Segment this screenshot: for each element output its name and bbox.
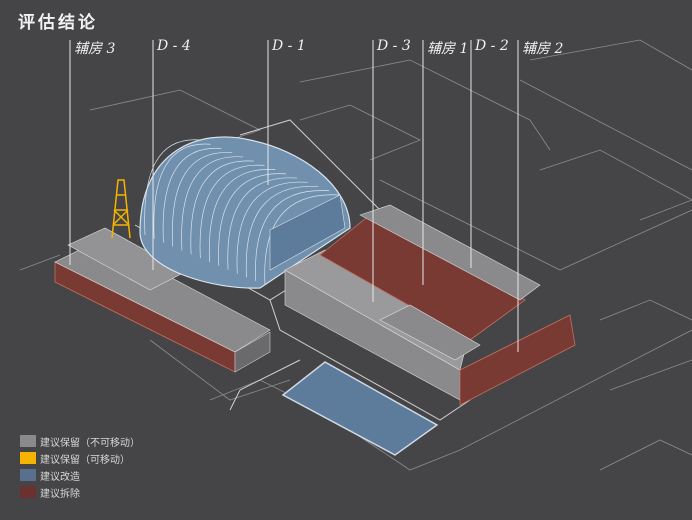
legend-swatch (20, 435, 36, 447)
arch-rib (255, 190, 330, 282)
arch-rib (227, 177, 297, 270)
label-d1: D - 1 (272, 38, 306, 54)
pool-renovate (281, 361, 439, 456)
legend-item: 建议拆除 (20, 484, 140, 500)
arch-rib (190, 160, 254, 255)
legend-swatch (20, 486, 36, 498)
arch-rib (171, 152, 233, 247)
arch-rib (162, 147, 222, 243)
arch-rib (144, 139, 201, 236)
label-fufang2: 辅房 2 (522, 41, 564, 57)
arch-rib (181, 156, 244, 251)
label-d2: D - 2 (475, 38, 509, 54)
legend-item: 建议改造 (20, 467, 140, 483)
legend: 建议保留（不可移动） 建议保留（可移动） 建议改造 建议拆除 (20, 433, 140, 501)
arch-rib (245, 186, 319, 278)
arch-rib (199, 164, 265, 259)
building-d1-arch (139, 136, 351, 289)
label-d4: D - 4 (157, 38, 191, 54)
label-fufang1: 辅房 1 (427, 41, 469, 57)
legend-swatch (20, 452, 36, 464)
building-fufang3 (54, 227, 271, 373)
label-d3: D - 3 (377, 38, 411, 54)
arch-rib (208, 169, 276, 262)
tower-movable (111, 179, 131, 239)
arch-rib (264, 194, 341, 286)
legend-swatch (20, 469, 36, 481)
legend-item: 建议保留（可移动） (20, 450, 140, 466)
arch-rib (218, 173, 287, 266)
arch-rib (236, 181, 308, 274)
leader-lines (69, 40, 519, 352)
arch-rib (153, 143, 211, 239)
page-title: 评估结论 (18, 13, 98, 33)
label-fufang3: 辅房 3 (74, 41, 116, 57)
legend-item: 建议保留（不可移动） (20, 433, 140, 449)
